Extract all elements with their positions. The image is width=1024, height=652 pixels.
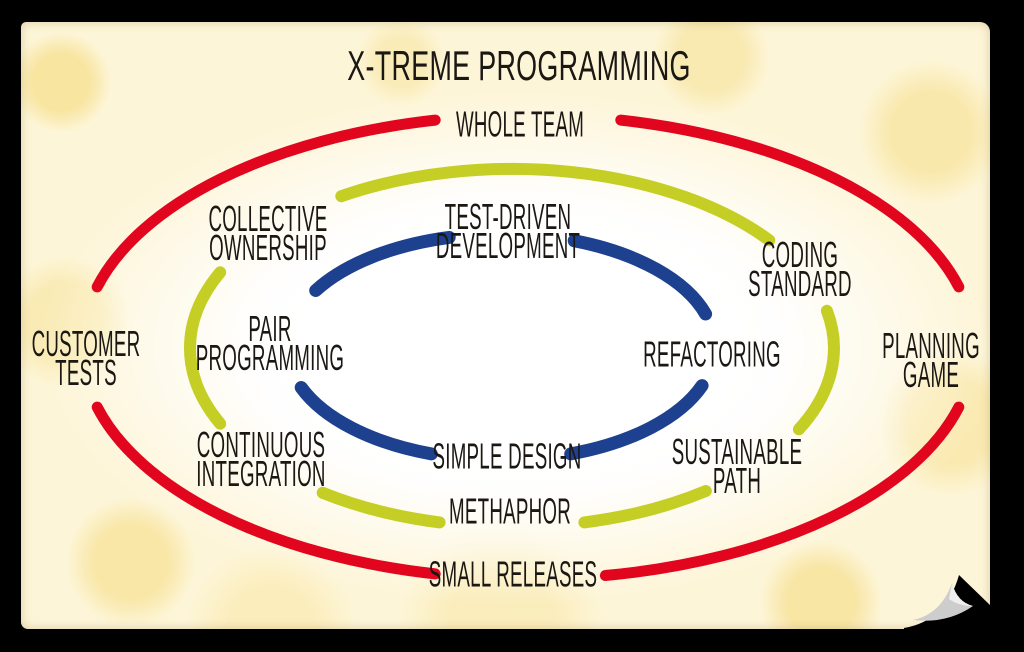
practice-label-pair-programming: PAIR PROGRAMMING xyxy=(127,308,413,378)
ring-arc-segment xyxy=(335,162,776,247)
ring-arc-segment xyxy=(91,401,441,580)
practice-label-refactoring: REFACTORING xyxy=(580,333,845,375)
practice-label-continuous-integration: CONTINUOUS INTEGRATION xyxy=(137,424,386,494)
label-line: CUSTOMER xyxy=(31,323,141,365)
ring-arc-segment xyxy=(294,381,438,461)
practice-label-sustainable-path: SUSTAINABLE PATH xyxy=(612,431,863,501)
inner-ring-blue xyxy=(294,230,713,461)
ring-arc-segment xyxy=(91,114,441,293)
outer-ring-red xyxy=(91,114,965,581)
ring-arc-segment xyxy=(578,485,712,529)
ring-arc-segment xyxy=(599,401,965,581)
practice-label-whole-team: WHOLE TEAM xyxy=(397,103,643,145)
label-line: SUSTAINABLE xyxy=(671,431,803,473)
curl-flap xyxy=(913,583,973,621)
ring-arc-segment xyxy=(792,304,840,436)
middle-ring-green xyxy=(184,162,840,529)
practice-label-simple-design: SIMPLE DESIGN xyxy=(364,435,651,477)
ring-arc-segment xyxy=(564,379,709,461)
label-line: GAME xyxy=(902,354,960,395)
label-line: PLANNING xyxy=(882,325,980,367)
label-line: METHAPHOR xyxy=(449,490,571,532)
practice-label-customer-tests: CUSTOMER TESTS xyxy=(0,323,191,393)
ring-arc-segment xyxy=(567,234,713,321)
label-line: SMALL RELEASES xyxy=(428,553,598,595)
label-line: SIMPLE DESIGN xyxy=(432,435,582,477)
label-line: INTEGRATION xyxy=(196,453,326,494)
label-line: TESTS xyxy=(55,352,117,393)
label-line: TEST-DRIVEN xyxy=(444,196,572,238)
label-line: COLLECTIVE xyxy=(208,198,328,240)
label-line: STANDARD xyxy=(748,263,852,304)
practice-label-planning-game: PLANNING GAME xyxy=(837,325,1024,395)
practice-label-coding-standard: CODING STANDARD xyxy=(700,234,899,304)
label-line: PATH xyxy=(712,460,762,501)
ring-arc-segment xyxy=(309,230,456,297)
label-line: CODING xyxy=(761,234,839,276)
page-title: X-TREME PROGRAMMING xyxy=(251,42,788,90)
label-line: REFACTORING xyxy=(643,333,781,375)
title-text: X-TREME PROGRAMMING xyxy=(347,42,691,90)
page-curl-icon xyxy=(904,575,992,631)
ring-arc-segment xyxy=(615,114,965,293)
label-line: PROGRAMMING xyxy=(195,337,345,378)
label-line: OWNERSHIP xyxy=(209,227,327,268)
ring-arc-segment xyxy=(184,266,227,430)
practice-label-methaphor: METHAPHOR xyxy=(393,490,628,532)
practice-label-test-driven-development: TEST-DRIVEN DEVELOPMENT xyxy=(369,196,647,266)
practice-label-collective-ownership: COLLECTIVE OWNERSHIP xyxy=(153,198,382,268)
curl-flap-highlight xyxy=(949,583,973,606)
label-line: PAIR xyxy=(248,308,292,350)
practice-label-small-releases: SMALL RELEASES xyxy=(351,553,675,595)
label-line: DEVELOPMENT xyxy=(435,225,581,266)
ring-arc-segment xyxy=(316,486,446,529)
label-line: WHOLE TEAM xyxy=(455,103,585,145)
label-line: CONTINUOUS xyxy=(196,424,326,466)
